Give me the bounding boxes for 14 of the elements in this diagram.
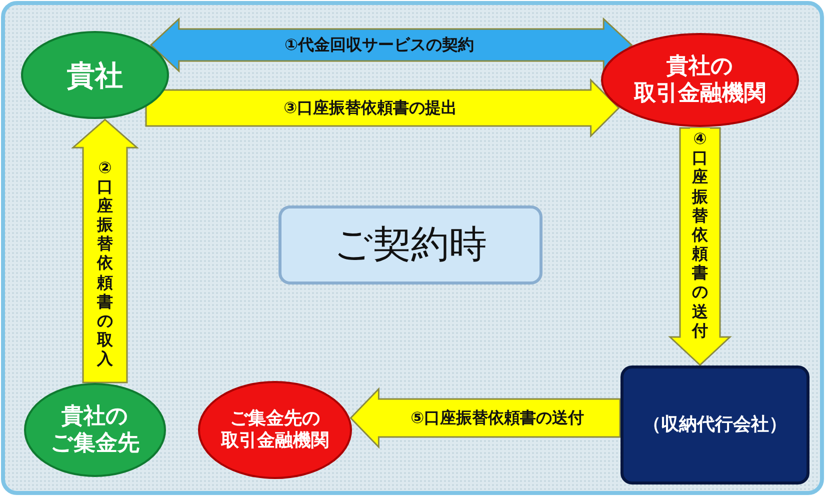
title-box (278, 205, 543, 285)
node-text: ご契約時 (334, 221, 487, 268)
edge-label: ⑤口座振替依頼書の送付 (408, 406, 586, 430)
node-text: 貴社の取引金融機関 (634, 52, 766, 108)
node-text: ご集金先の取引金融機関 (221, 408, 329, 452)
company-ellipse (20, 30, 170, 120)
node-text: 貴社のご集金先 (50, 402, 140, 458)
bank-ellipse (600, 32, 800, 128)
node-text: （収納代行会社） (643, 414, 787, 436)
bank-ellipse (197, 380, 353, 480)
agent-box (620, 365, 810, 485)
edge-label: ④口座振替依頼書の送付 (690, 128, 710, 342)
node-text: 貴社 (67, 58, 123, 92)
customer-ellipse (23, 382, 167, 478)
